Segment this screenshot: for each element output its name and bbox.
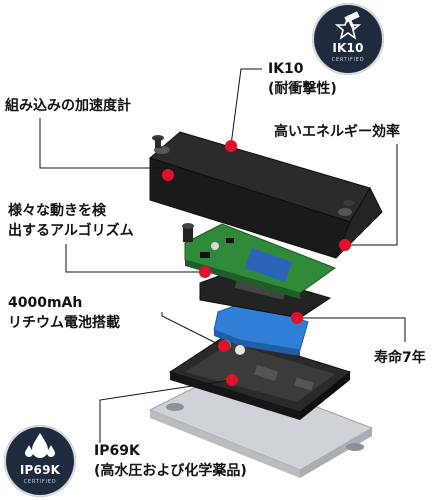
- dot-algorithm: [199, 266, 211, 278]
- label-energy-text: 高いエネルギー効率: [274, 124, 400, 140]
- dot-lifespan: [291, 312, 303, 324]
- standoff: [182, 223, 194, 242]
- water-drops-icon: [25, 433, 55, 458]
- label-energy: 高いエネルギー効率: [274, 122, 400, 142]
- dot-accelerometer: [162, 169, 174, 181]
- leader-ik10: [230, 68, 262, 146]
- label-battery: 4000mAh リチウム電池搭載: [8, 293, 120, 333]
- hammer-star-icon: [334, 11, 362, 40]
- leader-algorithm: [65, 244, 205, 273]
- label-lifespan: 寿命7年: [374, 348, 426, 368]
- ip69k-badge-code: IP69K: [19, 463, 61, 477]
- dot-battery: [218, 340, 230, 352]
- leader-battery: [161, 312, 223, 347]
- screws: [152, 135, 355, 206]
- label-battery-line1: 4000mAh: [8, 295, 83, 311]
- mounting-plate: [148, 371, 374, 478]
- dot-ip69k: [226, 374, 238, 386]
- leader-lifespan: [297, 317, 406, 342]
- leader-energy: [345, 144, 398, 246]
- ik10-badge-code: IK10: [332, 41, 364, 55]
- callout-dots: [162, 140, 351, 386]
- label-battery-line2: リチウム電池搭載: [8, 315, 120, 331]
- label-accelerometer-text: 組み込みの加速度計: [5, 98, 131, 114]
- label-accelerometer: 組み込みの加速度計: [5, 96, 131, 116]
- leader-ip69k: [99, 379, 233, 443]
- ip69k-badge-certified: CERTIFIED: [23, 479, 57, 485]
- label-algorithm-line2: 出するアルゴリズム: [8, 223, 134, 239]
- ik10-badge-certified: CERTIFIED: [331, 57, 365, 63]
- label-lifespan-text: 寿命7年: [374, 350, 426, 366]
- label-algorithm-line1: 様々な動きを検: [8, 203, 106, 219]
- dot-energy: [339, 239, 351, 251]
- label-ip69k-title: IP69K: [94, 443, 140, 459]
- label-ik10-sub: (耐衝撃性): [268, 81, 337, 97]
- label-algorithm: 様々な動きを検 出するアルゴリズム: [8, 201, 134, 241]
- pcb-board: [184, 223, 337, 299]
- label-ip69k-sub: (高水圧および化学薬品): [94, 463, 247, 479]
- dot-ik10: [225, 140, 237, 152]
- label-ip69k: IP69K (高水圧および化学薬品): [94, 441, 247, 481]
- base-housing: [168, 333, 352, 420]
- ik10-badge: IK10 CERTIFIED: [312, 3, 384, 75]
- leader-accelerometer: [39, 118, 169, 174]
- label-ik10-title: IK10: [268, 61, 304, 77]
- ip69k-badge: IP69K CERTIFIED: [4, 425, 76, 497]
- label-ik10: IK10 (耐衝撃性): [268, 59, 337, 99]
